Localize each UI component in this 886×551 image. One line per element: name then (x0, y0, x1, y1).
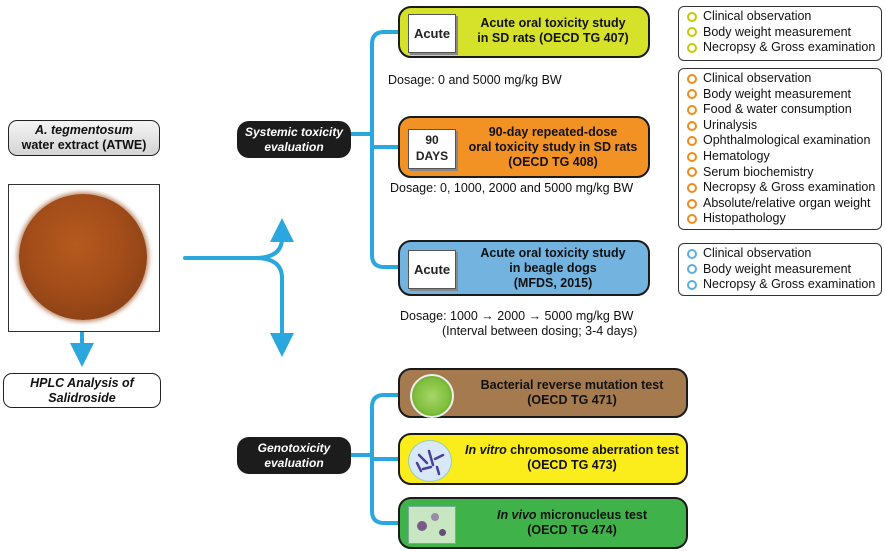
bullet-icon (687, 73, 697, 84)
micronucleus-line1: In vivo micronucleus test (458, 508, 686, 523)
micronucleus-slide-icon (408, 506, 456, 544)
genotoxicity-line1: Genotoxicity (257, 440, 331, 455)
acute-dogs-endpoints: Clinical observation Body weight measure… (678, 243, 882, 296)
repeated-dose-line1: 90-day repeated-dose (488, 125, 618, 139)
bullet-icon (687, 198, 697, 209)
acute-calendar-icon-text: Acute (413, 262, 451, 277)
endpoint-item: Clinical observation (687, 71, 877, 87)
petri-dish-icon (410, 374, 454, 418)
endpoint-item: Necropsy & Gross examination (687, 40, 877, 56)
bacterial-reverse-mutation-box: Bacterial reverse mutation test (OECD TG… (398, 368, 688, 418)
micronucleus-box: In vivo micronucleus test (OECD TG 474) (398, 497, 688, 549)
micronucleus-line2: (OECD TG 474) (527, 523, 617, 537)
bullet-icon (687, 151, 697, 162)
repeated-dose-study-box: 90 DAYS 90-day repeated-dose oral toxici… (398, 116, 650, 178)
chromosome-drawing (415, 449, 445, 476)
acute-rats-endpoints: Clinical observation Body weight measure… (678, 6, 882, 61)
endpoint-item: Hematology (687, 149, 877, 165)
bullet-icon (687, 89, 697, 100)
endpoint-item: Clinical observation (687, 246, 877, 262)
acute-calendar-icon: Acute (408, 14, 456, 53)
calendar-icon-bottom-text: DAYS (415, 149, 449, 163)
chromosome-line2: (OECD TG 473) (527, 458, 617, 472)
chromosome-aberration-box: In vitro chromosome aberration test (OEC… (398, 433, 688, 485)
acute-dogs-dosage-line2: (Interval between dosing; 3-4 days) (442, 324, 638, 338)
90-days-calendar-icon: 90 DAYS (408, 129, 456, 169)
systemic-line1: Systemic toxicity (244, 124, 344, 139)
systemic-toxicity-pill: Systemic toxicity evaluation (237, 121, 351, 158)
endpoint-item: Necropsy & Gross examination (687, 277, 877, 293)
acute-rats-study-box: Acute Acute oral toxicity study in SD ra… (398, 6, 650, 58)
bullet-icon (687, 182, 697, 193)
chromosome-icon (408, 440, 452, 482)
endpoint-item: Urinalysis (687, 118, 877, 134)
endpoint-item: Absolute/relative organ weight (687, 196, 877, 212)
acute-dogs-line2: in beagle dogs (509, 261, 597, 275)
acute-rats-line1: Acute oral toxicity study (480, 16, 626, 30)
genotoxicity-line2: evaluation (264, 455, 324, 470)
acute-dogs-dosage-line1: Dosage: 1000 → 2000 → 5000 mg/kg BW (400, 309, 634, 323)
genotoxicity-pill: Genotoxicity evaluation (237, 437, 351, 474)
acute-calendar-icon-text: Acute (413, 26, 451, 41)
bullet-icon (687, 42, 697, 53)
repeated-dose-line2: oral toxicity study in SD rats (468, 140, 638, 154)
repeated-dose-endpoints: Clinical observation Body weight measure… (678, 68, 882, 230)
endpoint-item: Body weight measurement (687, 25, 877, 41)
extract-label-line2: water extract (ATWE) (21, 138, 147, 152)
systemic-line2: evaluation (264, 139, 324, 154)
acute-dogs-study-box: Acute Acute oral toxicity study in beagl… (398, 240, 650, 296)
endpoint-item: Serum biochemistry (687, 165, 877, 181)
endpoint-item: Necropsy & Gross examination (687, 180, 877, 196)
bacterial-line2: (OECD TG 471) (527, 393, 617, 407)
bullet-icon (687, 279, 697, 290)
acute-dogs-line1: Acute oral toxicity study (480, 246, 626, 260)
endpoint-item: Ophthalmological examination (687, 133, 877, 149)
bullet-icon (687, 136, 697, 147)
endpoint-item: Food & water consumption (687, 102, 877, 118)
extract-label-line1: A. tegmentosum (35, 123, 133, 137)
acute-rats-dosage: Dosage: 0 and 5000 mg/kg BW (388, 73, 562, 87)
hplc-label-line1: HPLC Analysis of (30, 375, 134, 390)
endpoint-item: Body weight measurement (687, 87, 877, 103)
hplc-label: HPLC Analysis of Salidroside (3, 373, 161, 408)
bacterial-line1: Bacterial reverse mutation test (480, 378, 664, 392)
endpoint-item: Body weight measurement (687, 262, 877, 278)
powder-photo (8, 184, 160, 332)
bullet-icon (687, 120, 697, 131)
bullet-icon (687, 104, 697, 115)
chromosome-line1: In vitro chromosome aberration test (458, 443, 686, 458)
repeated-dose-line3: (OECD TG 408) (508, 155, 598, 169)
extract-label: A. tegmentosum water extract (ATWE) (8, 120, 160, 156)
acute-calendar-icon: Acute (408, 250, 456, 289)
bullet-icon (687, 27, 697, 38)
endpoint-item: Clinical observation (687, 9, 877, 25)
acute-rats-line2: in SD rats (OECD TG 407) (477, 31, 629, 45)
bullet-icon (687, 214, 697, 225)
acute-dogs-line3: (MFDS, 2015) (513, 276, 593, 290)
endpoint-item: Histopathology (687, 211, 877, 227)
bullet-icon (687, 167, 697, 178)
repeated-dose-dosage: Dosage: 0, 1000, 2000 and 5000 mg/kg BW (390, 181, 634, 195)
hplc-label-line2: Salidroside (48, 390, 116, 405)
micronucleus-line1-rest: micronucleus test (536, 508, 648, 522)
micronucleus-line1-italic: In vivo (496, 508, 537, 522)
bullet-icon (687, 11, 697, 22)
bullet-icon (687, 264, 697, 275)
chromosome-line1-italic: In vitro (465, 443, 507, 457)
calendar-icon-top-text: 90 (425, 133, 439, 147)
bullet-icon (687, 248, 697, 259)
chromosome-line1-rest: chromosome aberration test (506, 443, 679, 457)
